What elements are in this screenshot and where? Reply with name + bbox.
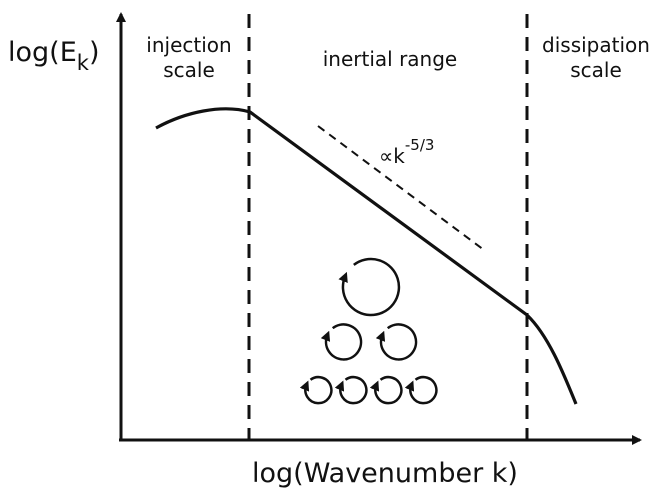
eddy-3-2 [334,375,368,405]
eddy-3-4 [404,375,438,405]
dissipation-scale-label-line1: dissipation [542,33,650,57]
y-axis-label-subscript: k [77,51,90,75]
slope-label: ∝k-5/3 [379,136,434,168]
slope-label-exponent: -5/3 [405,136,435,154]
dissipation-scale-label-line2: scale [570,58,622,82]
eddy-3-1 [299,375,333,405]
eddy-2-2 [375,323,418,361]
energy-spectrum-curve [155,107,578,405]
axes [116,12,642,445]
slope-reference-line [317,125,485,251]
eddy-1-1 [338,257,401,317]
slope-label-prefix: ∝k [379,144,405,168]
y-axis-label-close: ) [89,37,100,68]
y-axis-label-main: log(E [8,37,77,68]
injection-scale-label-line1: injection [146,33,231,57]
eddy-cascade-illustration [299,257,438,405]
x-axis-label: log(Wavenumber k) [252,458,518,489]
inertial-range-label: inertial range [323,47,457,71]
eddy-2-1 [320,323,363,361]
y-axis-label: log(Ek) [8,37,99,75]
injection-scale-label-line2: scale [163,58,215,82]
eddy-3-3 [369,375,403,405]
